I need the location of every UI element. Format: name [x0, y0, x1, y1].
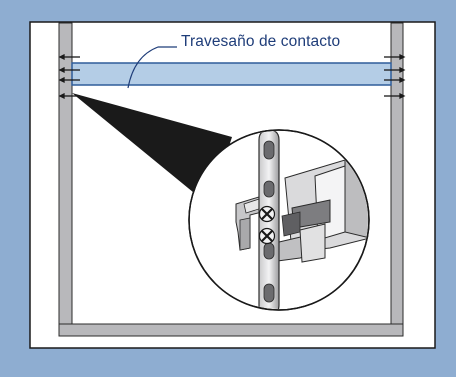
callout-leader-line: [127, 46, 177, 89]
contact-crossbar: [71, 62, 392, 86]
callout-label: Travesaño de contacto: [181, 33, 341, 50]
zoom-wedge: [72, 93, 232, 206]
left-screws: [58, 53, 80, 100]
bottom-frame: [58, 323, 404, 337]
detail-screws: [258, 205, 276, 245]
right-screws: [384, 53, 406, 100]
detail-illustration: [235, 131, 368, 309]
mounting-bar: [258, 131, 280, 309]
